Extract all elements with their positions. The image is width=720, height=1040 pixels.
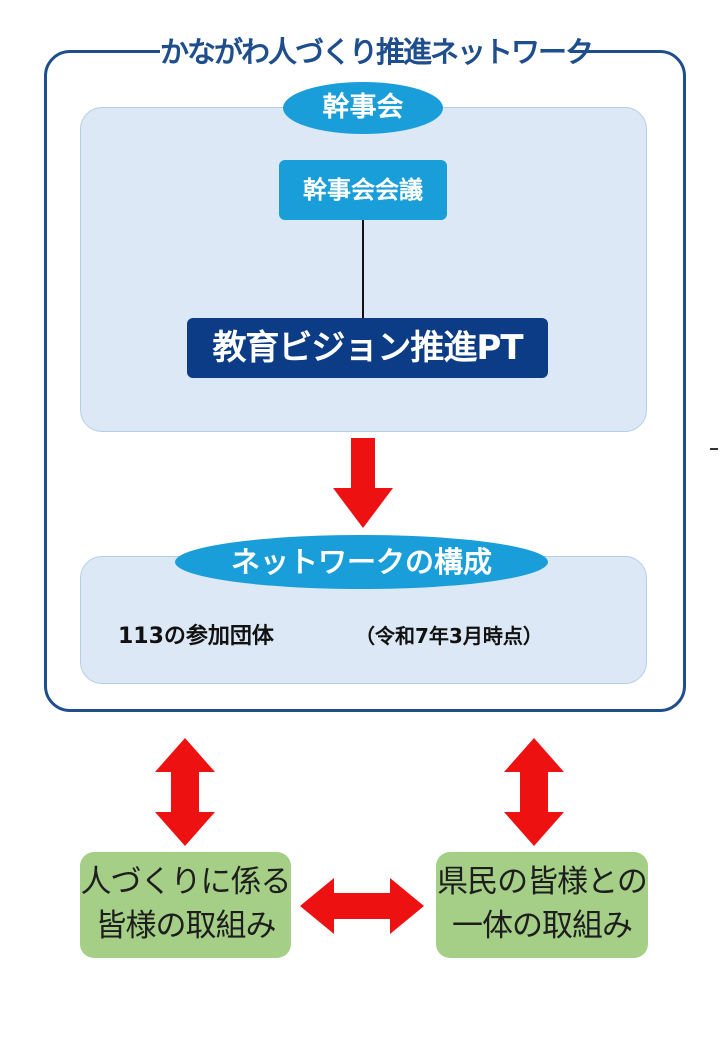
stray-mark bbox=[710, 448, 718, 450]
vision-pt-box: 教育ビジョン推進PT bbox=[187, 318, 548, 378]
people-development-box: 人づくりに係る 皆様の取組み bbox=[80, 852, 292, 958]
member-count: 113の参加団体 bbox=[118, 624, 274, 649]
horizontal-double-arrow-icon bbox=[300, 878, 424, 934]
connector-line bbox=[362, 220, 364, 318]
network-title: かながわ人づくり推進ネットワーク bbox=[160, 32, 594, 72]
down-arrow-icon bbox=[333, 438, 393, 528]
citizens-collaboration-box: 県民の皆様との 一体の取組み bbox=[436, 852, 648, 958]
composition-label: ネットワークの構成 bbox=[175, 535, 548, 589]
right-double-arrow-icon bbox=[504, 738, 564, 846]
steering-meeting-box: 幹事会会議 bbox=[279, 160, 447, 220]
as-of-note: （令和7年3月時点） bbox=[355, 624, 543, 648]
left-double-arrow-icon bbox=[155, 738, 215, 846]
steering-label: 幹事会 bbox=[283, 82, 443, 134]
